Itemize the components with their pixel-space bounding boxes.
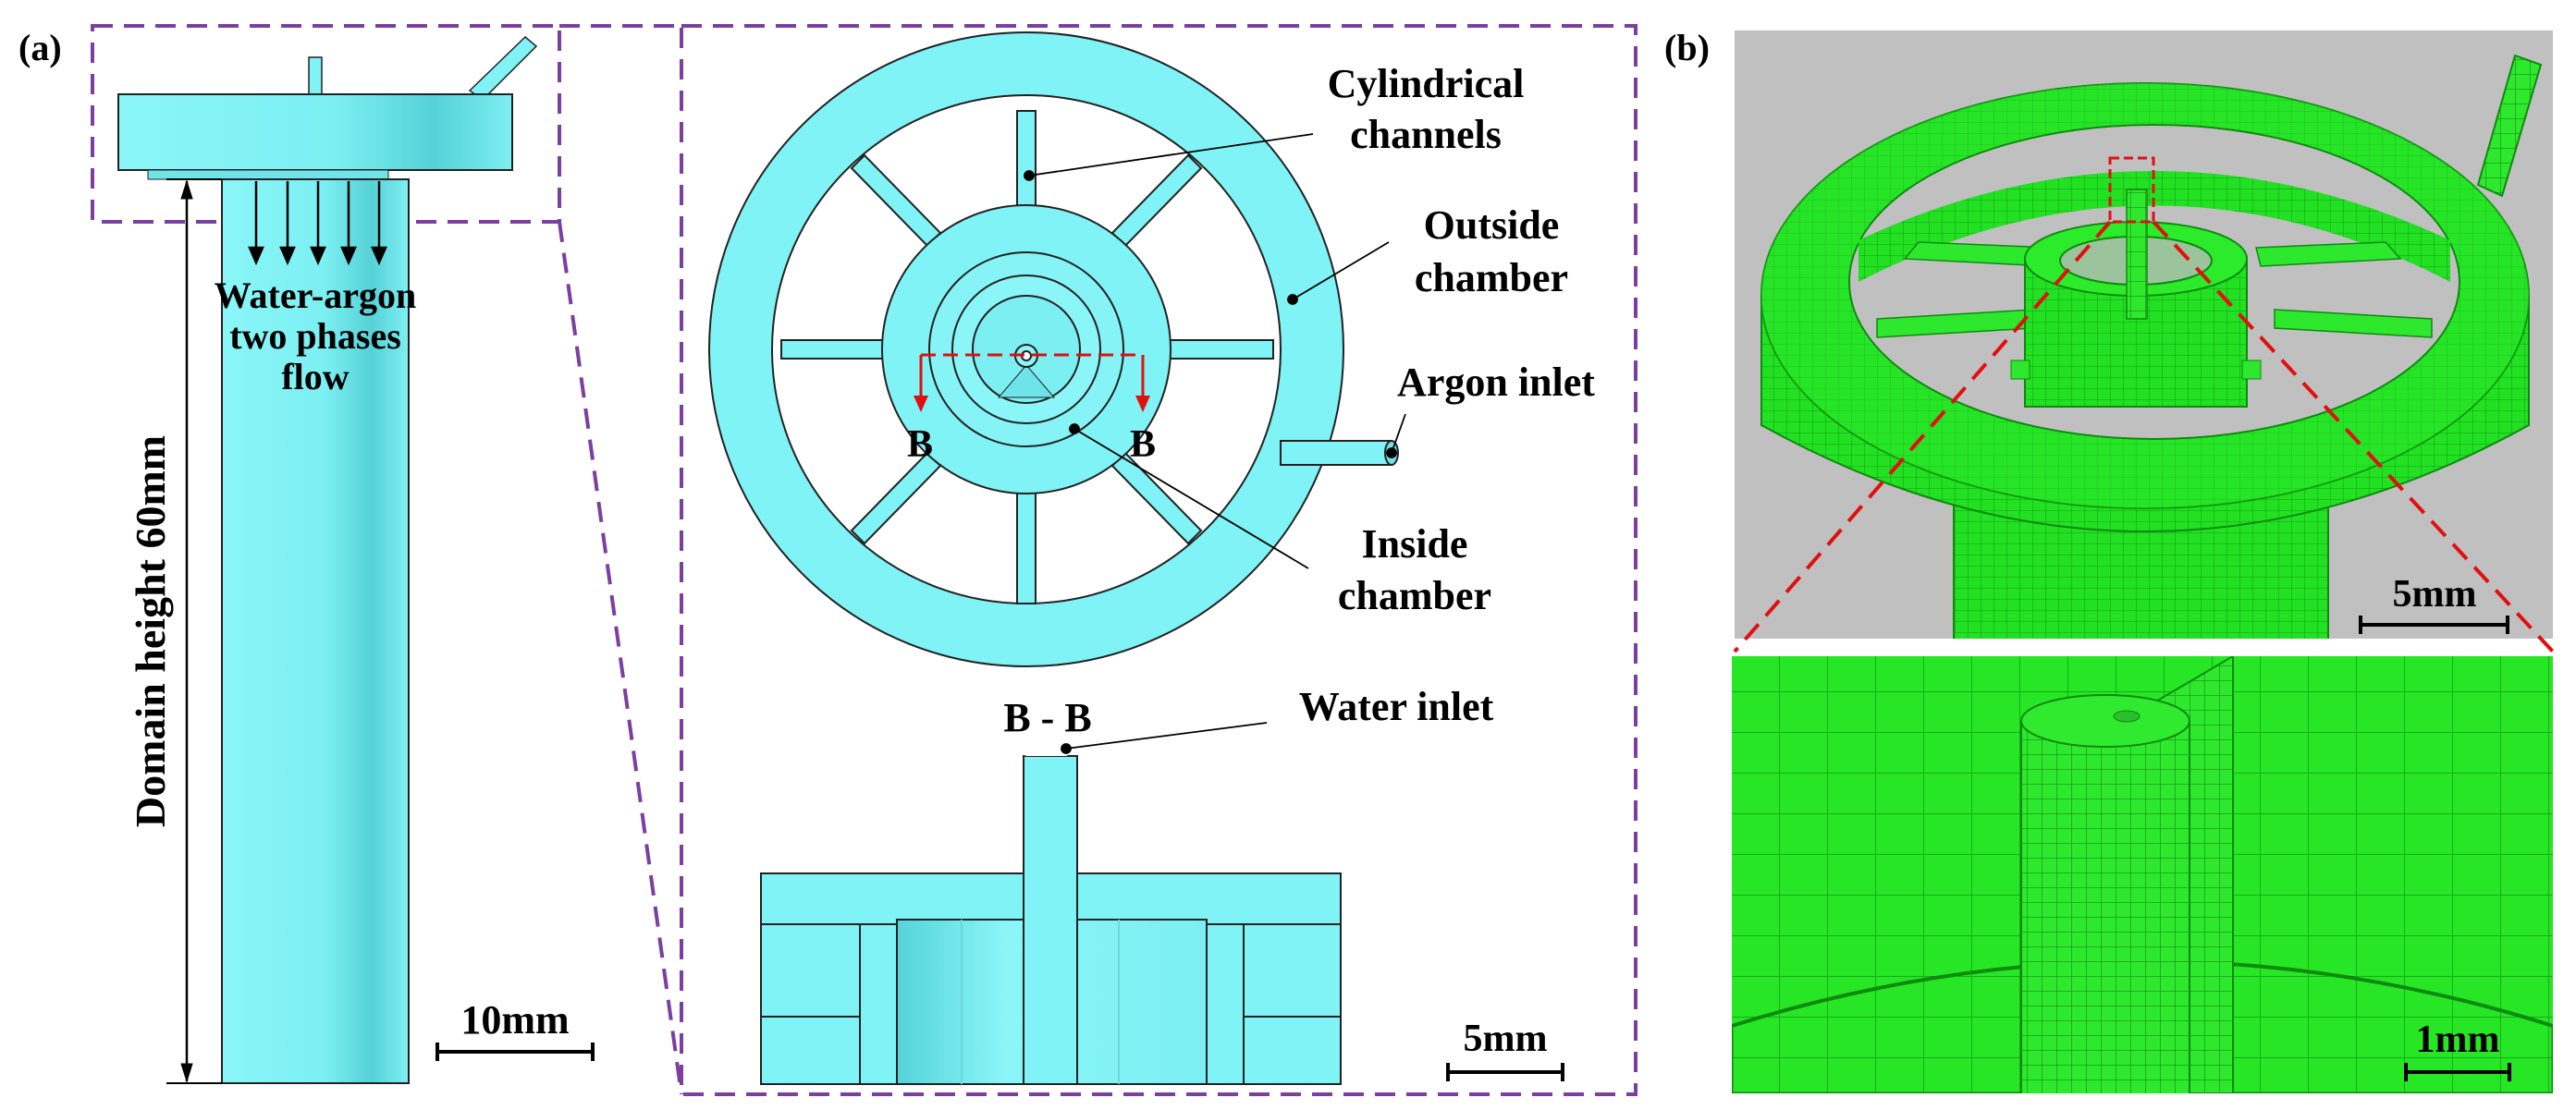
water-inlet-label: Water inlet [1299,684,1494,729]
mesh-zoom-box [2108,156,2155,224]
cylindrical-label-line1: Cylindrical [1328,61,1525,106]
domain-column [221,178,410,1084]
section-marker-left: B [907,423,933,466]
panel-label-b: (b) [1664,27,1710,68]
nozzle-top-view [708,31,1399,667]
zoom-frame-detail [680,24,1638,1096]
section-line-bb [914,353,1150,412]
flow-label-line3: flow [281,356,349,397]
panel-label-a: (a) [18,27,62,68]
section-title: B - B [1003,695,1091,740]
scale-bar-1mm [2404,1063,2511,1081]
scale-label-10mm: 10mm [460,997,569,1043]
flow-label-line2: two phases [229,315,401,357]
cylindrical-label-line2: channels [1350,112,1502,157]
section-view [760,749,1342,1085]
flow-arrows [248,181,387,266]
scale-label-5mm-detail: 5mm [1464,1018,1548,1060]
scale-label-1mm: 1mm [2416,1019,2500,1061]
scale-bar-5mm-detail [1446,1063,1564,1081]
mesh-zoom-connectors [1733,220,2555,653]
scale-bar-5mm-mesh [2359,616,2509,634]
domain-height-label: Domain height 60mm [127,435,174,827]
inside-label-line1: Inside [1362,521,1468,567]
mesh-overview [1735,30,2553,639]
scale-bar-10mm [435,1043,595,1061]
section-marker-right: B [1130,423,1156,466]
mesh-zoom-view [1732,656,2553,1093]
zoom-connector-diagonal [558,221,683,1095]
outside-label-line1: Outside [1424,202,1560,248]
height-dimension [166,178,222,1084]
scale-label-5mm-mesh: 5mm [2393,573,2477,616]
nozzle-side-view [117,35,538,180]
flow-label-line1: Water-argon [215,274,416,316]
leader-lines [1024,133,1406,754]
outside-label-line2: chamber [1415,255,1568,300]
argon-inlet-label: Argon inlet [1397,360,1595,405]
inside-label-line2: chamber [1338,573,1491,618]
